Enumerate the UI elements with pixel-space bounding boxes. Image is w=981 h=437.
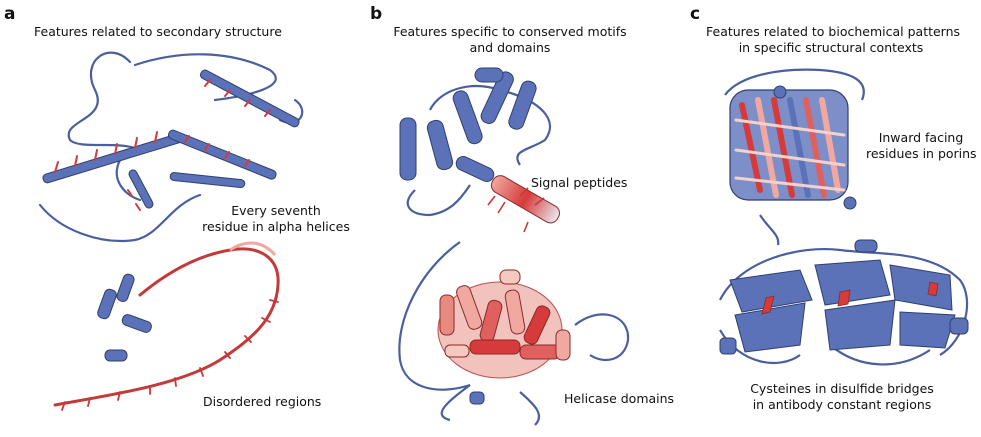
antibody-structure — [719, 239, 969, 366]
caption-alpha-helices-line-1: Every seventh — [231, 203, 321, 218]
helix-cylinders — [42, 69, 300, 209]
helicase-structure — [398, 241, 630, 426]
caption-alpha-helices: Every seventh residue in alpha helices — [196, 203, 356, 235]
caption-disulfide-line-2: in antibody constant regions — [752, 397, 932, 412]
caption-alpha-helices-line-2: residue in alpha helices — [202, 219, 350, 234]
signal-peptide-structure — [399, 67, 560, 233]
caption-porins-line-1: Inward facing — [878, 130, 964, 145]
disordered-structure — [53, 241, 280, 411]
caption-porins-line-2: residues in porins — [866, 146, 977, 161]
seventh-residue-markers — [54, 79, 271, 211]
panel-letter-a: a — [4, 4, 16, 24]
panel-c-title-line-2: in specific structural contexts — [738, 40, 924, 55]
panel-c-title-line-1: Features related to biochemical patterns — [706, 24, 961, 39]
panel-letter-b: b — [370, 4, 383, 24]
caption-porins: Inward facing residues in porins — [866, 130, 977, 162]
caption-disulfide-line-1: Cysteines in disulfide bridges — [750, 381, 934, 396]
alpha-helix-structure — [38, 51, 304, 242]
panel-c-title: Features related to biochemical patterns… — [706, 24, 961, 56]
panel-b-title: Features specific to conserved motifs an… — [390, 24, 630, 56]
porin-structure — [724, 68, 865, 246]
panel-letter-c: c — [690, 4, 701, 24]
panel-a-title: Features related to secondary structure — [34, 24, 282, 39]
caption-signal-peptides: Signal peptides — [531, 175, 628, 190]
caption-helicase-domains: Helicase domains — [564, 391, 675, 406]
panel-b-title-line-2: and domains — [469, 40, 551, 55]
panel-b-title-line-1: Features specific to conserved motifs — [393, 24, 627, 39]
caption-disordered-regions: Disordered regions — [203, 394, 322, 409]
caption-disulfide-bridges: Cysteines in disulfide bridges in antibo… — [722, 381, 962, 413]
